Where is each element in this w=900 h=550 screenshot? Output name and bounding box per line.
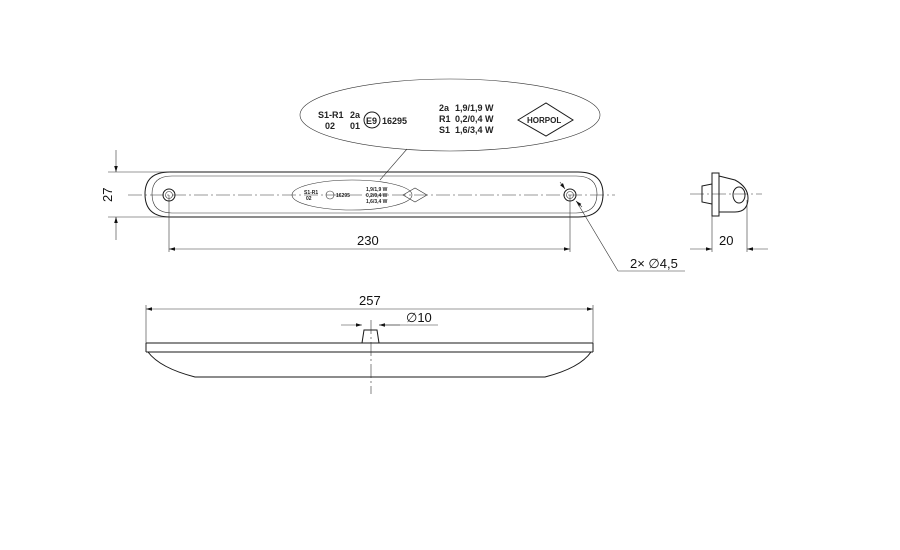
dim-holes-label: 2× ∅4,5	[630, 256, 678, 271]
svg-text:1,9/1,9 W: 1,9/1,9 W	[366, 187, 388, 193]
svg-text:S1-R1: S1-R1	[304, 190, 318, 196]
dim-holes: 2× ∅4,5	[559, 181, 685, 272]
dim-stud-diameter: ∅10	[341, 310, 438, 327]
top-view: S1-R1 02 16295 1,9/1,9 W 0,2/0,4 W 1,6/3…	[128, 171, 615, 218]
dim-hole-spacing-label: 230	[357, 233, 379, 248]
svg-text:16295: 16295	[336, 193, 350, 199]
dim-hole-spacing: 230	[168, 195, 571, 252]
dim-overall-length: 257	[145, 293, 594, 343]
e-mark-icon	[363, 111, 381, 129]
detail-s1r1: S1-R1	[318, 110, 344, 120]
detail-02: 02	[325, 121, 335, 131]
side-view: 20	[690, 172, 768, 252]
detail-01: 01	[350, 121, 360, 131]
svg-text:0,2/0,4 W: 0,2/0,4 W	[366, 193, 388, 199]
front-view	[145, 320, 594, 394]
detail-approval: 16295	[382, 116, 407, 126]
detail-2a: 2a	[350, 110, 361, 120]
dim-stud-diameter-label: ∅10	[406, 310, 432, 325]
dim-depth-label: 20	[719, 233, 733, 248]
detail-row3-code: S1	[439, 125, 450, 135]
detail-row1-code: 2a	[439, 103, 450, 113]
horpol-logo-icon	[517, 102, 574, 137]
detail-row1-val: 1,9/1,9 W	[455, 103, 494, 113]
detail-row2-code: R1	[439, 114, 451, 124]
detail-row3-val: 1,6/3,4 W	[455, 125, 494, 135]
horpol-logo-text: HORPOL	[527, 116, 561, 125]
label-detail-callout: S1-R1 02 2a 01 E9 16295 2a 1,9/1,9 W R1 …	[299, 78, 601, 181]
svg-text:02: 02	[306, 196, 312, 202]
dim-overall-length-label: 257	[359, 293, 381, 308]
dim-height: 27	[100, 150, 170, 240]
detail-row2-val: 0,2/0,4 W	[455, 114, 494, 124]
svg-text:1,6/3,4 W: 1,6/3,4 W	[366, 199, 388, 205]
dim-height-label: 27	[100, 188, 115, 202]
e-mark-text: E9	[366, 116, 377, 126]
